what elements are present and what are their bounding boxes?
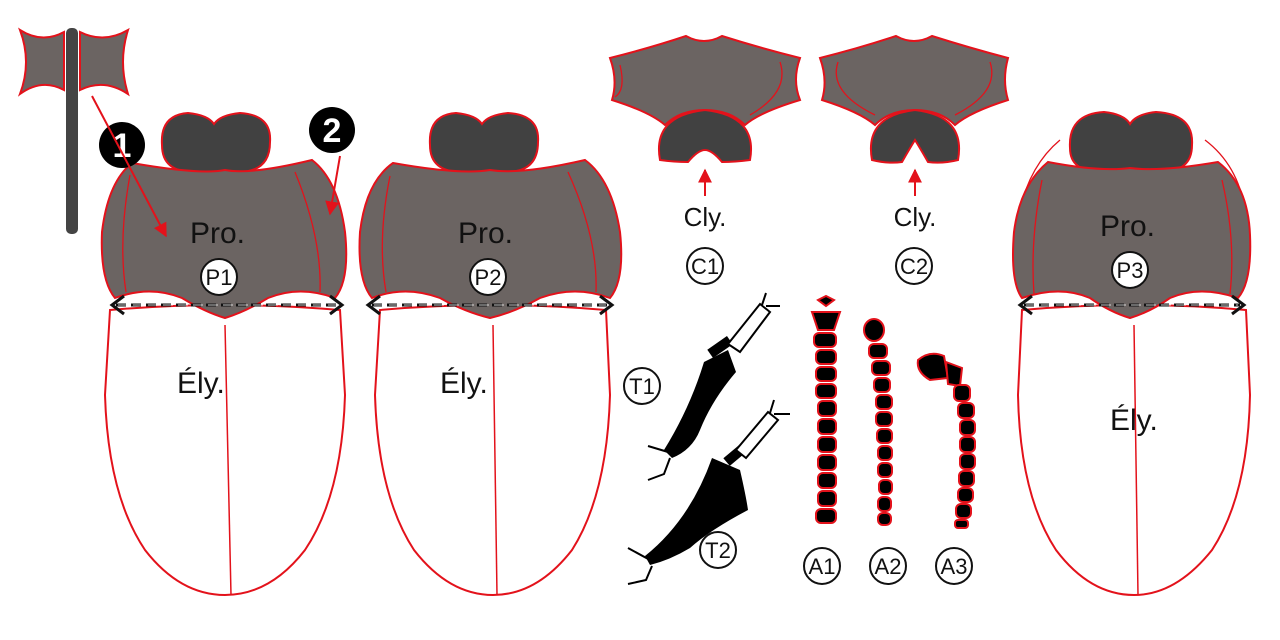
- pronotum-label: Pro.: [190, 217, 245, 250]
- head-2: [428, 111, 540, 173]
- elytra-3: [1016, 304, 1252, 597]
- elytra-2: [373, 304, 612, 597]
- tarsus-code: T1: [629, 374, 655, 399]
- elytra-label: Ély.: [440, 367, 488, 400]
- antenna-code: A2: [875, 554, 902, 579]
- pointer-arrow-2: [325, 155, 341, 216]
- antenna-icon: [863, 318, 893, 526]
- pronotum-label: Pro.: [458, 217, 513, 250]
- beetle-code: P1: [206, 265, 233, 290]
- antenna-icon: [810, 294, 842, 524]
- elytral-suture-3: [1133, 324, 1139, 596]
- elytra-label: Ély.: [1110, 404, 1158, 437]
- svg-text:1: 1: [113, 127, 132, 165]
- clypeus-code: C1: [691, 254, 719, 279]
- pointer-arrow-1: [91, 95, 167, 238]
- clypeus-label: Cly.: [894, 202, 937, 232]
- antenna-a2: A2: [863, 318, 907, 585]
- clypeus-c2: Cly. C2: [818, 34, 1010, 285]
- clypeus-code: C2: [900, 254, 928, 279]
- double-arrow-icon: [1017, 294, 1247, 316]
- clypeus-label: Cly.: [684, 202, 727, 232]
- pronotum-2: [358, 158, 623, 320]
- double-arrow-icon: [109, 294, 345, 316]
- antenna-a1: A1: [803, 294, 842, 585]
- elytral-suture-1: [224, 324, 232, 596]
- pronotum-1: [100, 158, 348, 320]
- double-arrow-icon: [365, 294, 615, 316]
- pronotum-3: [1012, 160, 1252, 320]
- tarsus-t1: T1: [623, 292, 780, 481]
- clypeus-c1: Cly. C1: [608, 34, 802, 285]
- badge-1: 1: [99, 122, 145, 168]
- beetle-2: Pro. P2 Ély.: [358, 111, 623, 597]
- beetle-1: Pro. P1 Ély.: [100, 111, 348, 597]
- antenna-icon: [916, 352, 976, 529]
- axe-icon: [17, 27, 130, 234]
- tarsus-code: T2: [705, 538, 731, 563]
- antenna-code: A1: [809, 554, 836, 579]
- elytra-label: Ély.: [177, 367, 225, 400]
- beetle-code: P3: [1117, 258, 1144, 283]
- elytral-suture-2: [492, 324, 498, 596]
- beetle-3: Pro. P3 Ély.: [1012, 110, 1252, 597]
- svg-text:2: 2: [323, 112, 342, 150]
- tarsus-icon: [627, 399, 790, 585]
- beetle-code: P2: [475, 265, 502, 290]
- head-3: [1068, 110, 1194, 173]
- badge-2: 2: [309, 107, 355, 153]
- pronotum-label: Pro.: [1100, 210, 1155, 243]
- tarsus-icon: [647, 292, 780, 481]
- antenna-a3: A3: [916, 352, 976, 585]
- tarsus-t2: T2: [627, 399, 790, 585]
- antenna-code: A3: [941, 554, 968, 579]
- head-1: [160, 111, 272, 173]
